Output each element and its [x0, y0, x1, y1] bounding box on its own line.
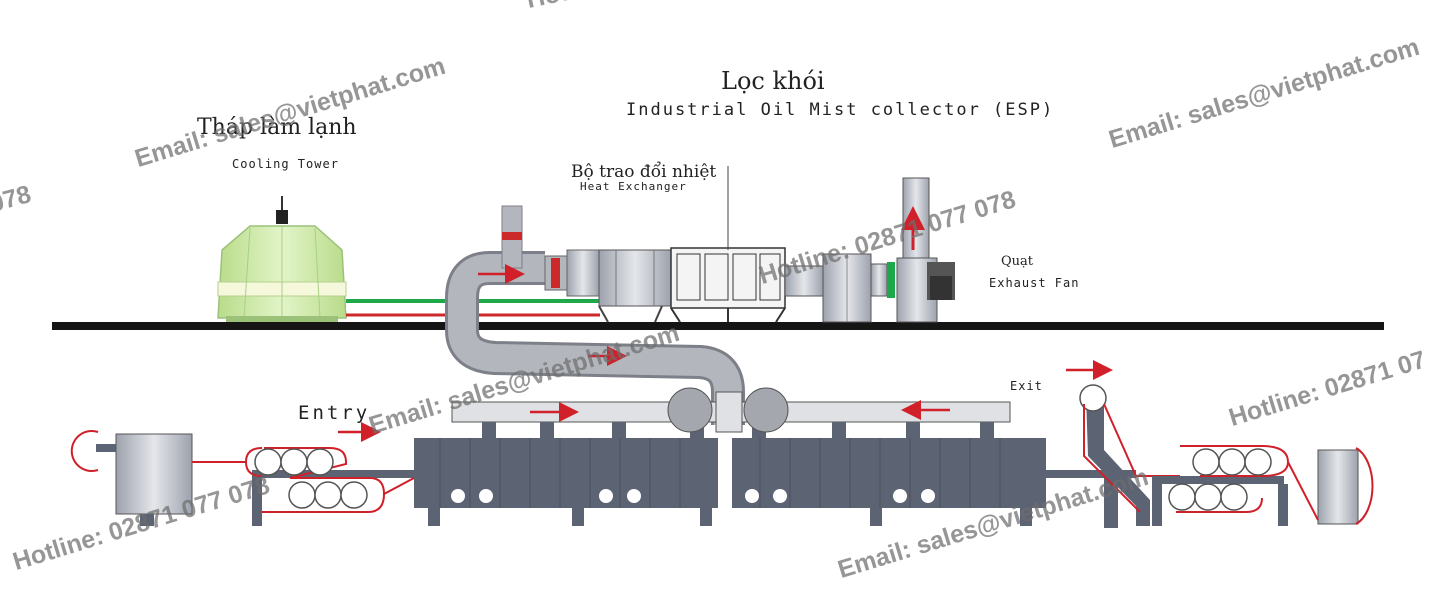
exit-label: Exit [1010, 379, 1043, 393]
cooling-tower [217, 196, 347, 322]
oven-top-duct [451, 387, 1011, 440]
esp-title: Lọc khói [721, 67, 825, 95]
oven-body [380, 438, 1136, 528]
heat-exchanger-title: Bộ trao đổi nhiệt [571, 162, 717, 182]
entry-label: Entry [298, 402, 371, 424]
heat-exchanger [544, 249, 672, 323]
esp-subtitle: Industrial Oil Mist collector (ESP) [626, 100, 1055, 120]
fan-subtitle: Exhaust Fan [989, 276, 1080, 290]
heat-exchanger-subtitle: Heat Exchanger [580, 180, 687, 193]
fan-title: Quạt [1001, 254, 1034, 269]
cooling-tower-subtitle: Cooling Tower [232, 157, 339, 171]
esp-filter [670, 166, 786, 323]
entry-unwinder [70, 430, 193, 526]
exit-tower [1079, 384, 1180, 526]
flow-arrows [338, 264, 1113, 442]
floor-line [52, 322, 1384, 330]
exit-rollers [1152, 445, 1290, 526]
exit-rewinder [1287, 447, 1374, 525]
exhaust-duct [445, 205, 745, 425]
exhaust-fan-unit [784, 177, 955, 323]
cooling-tower-title: Tháp làm lạnh [197, 115, 357, 140]
entry-rollers [192, 447, 415, 526]
